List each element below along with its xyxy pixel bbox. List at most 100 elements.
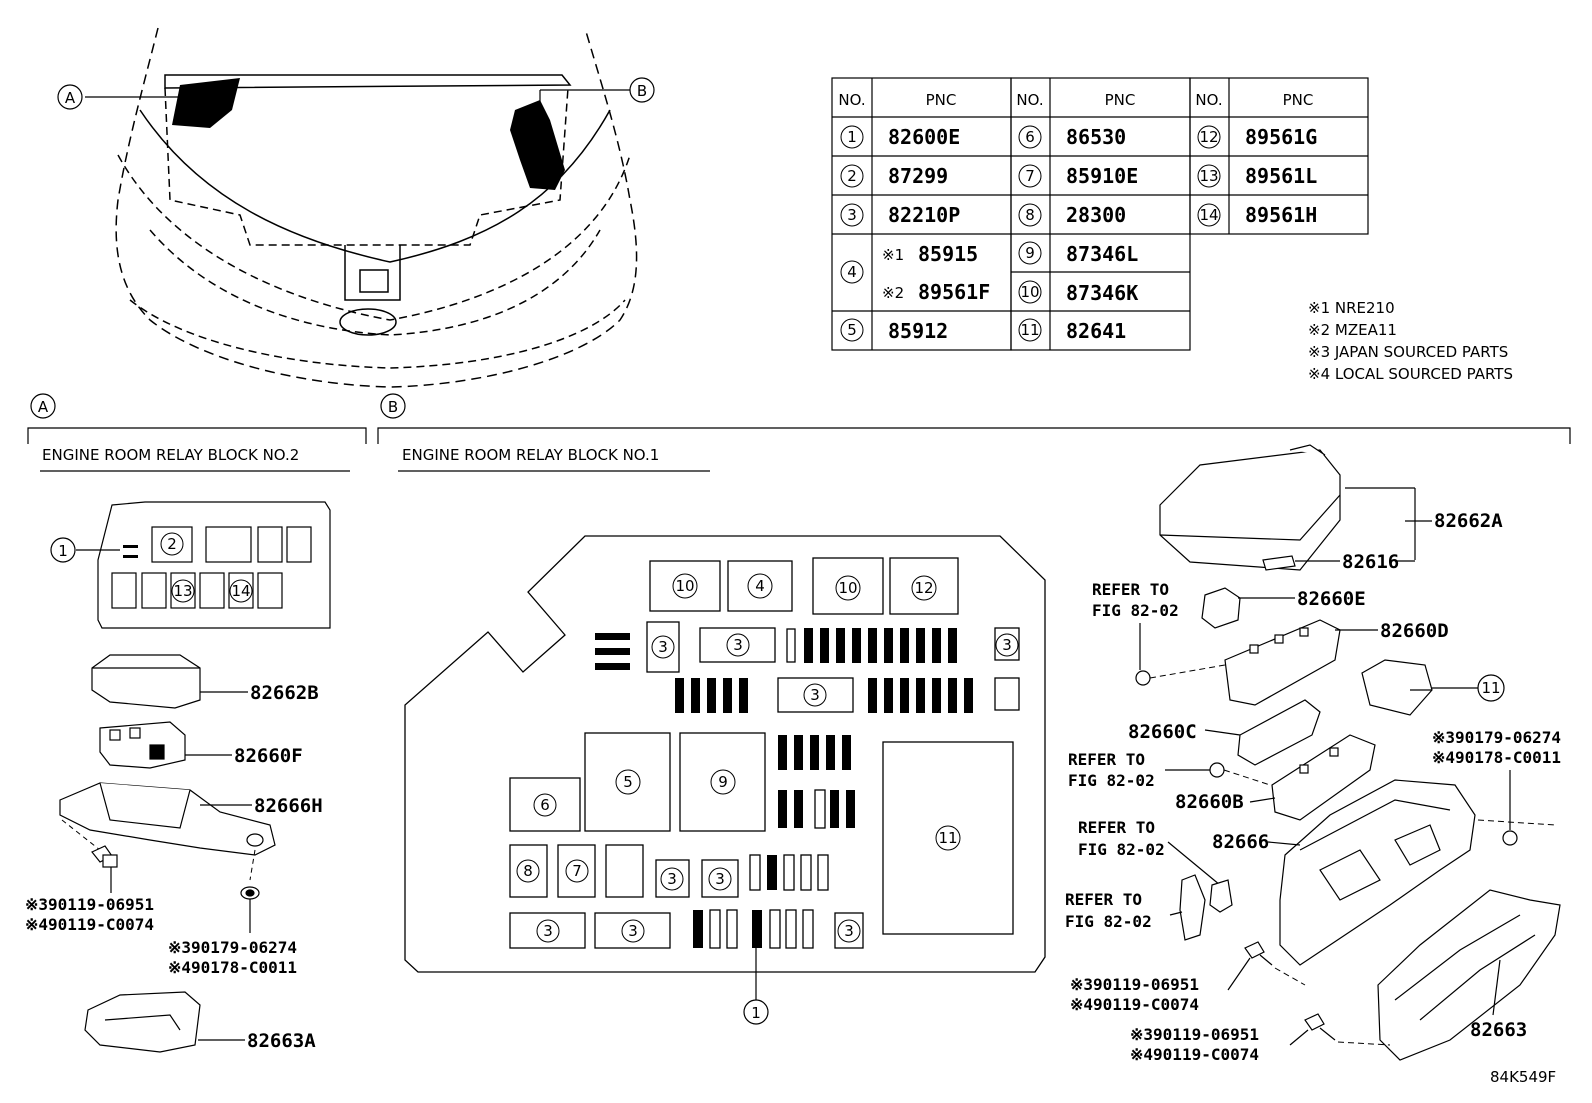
bracket-82666h-shape <box>59 782 276 856</box>
svg-text:ENGINE ROOM RELAY BLOCK NO.2: ENGINE ROOM RELAY BLOCK NO.2 <box>42 446 299 464</box>
svg-text:PNC: PNC <box>926 91 957 109</box>
svg-text:87346L: 87346L <box>1066 242 1138 266</box>
refer-fig-4-line2: FIG 82-02 <box>1065 912 1152 931</box>
relay-block-2-layout <box>97 501 331 629</box>
block2-callout-2: 2 <box>160 532 184 556</box>
callout-11-right: 11 <box>1477 674 1505 702</box>
svg-text:85915: 85915 <box>918 242 978 266</box>
svg-text:3: 3 <box>543 922 553 940</box>
svg-text:3: 3 <box>1002 636 1012 654</box>
svg-text:7: 7 <box>572 862 582 880</box>
engine-bay-illustration <box>115 27 638 388</box>
bracket-fig-shape <box>1179 874 1206 941</box>
pnc-table-col1: 1 82600E 2 87299 3 82210P 4 ※1 85915 ※2 … <box>840 125 990 343</box>
svg-text:2: 2 <box>167 535 177 553</box>
part-82666-label: 82666 <box>1212 831 1269 853</box>
figure-code: 84K549F <box>1490 1068 1556 1086</box>
svg-text:89561F: 89561F <box>918 280 990 304</box>
part-82660d-shape <box>1224 619 1378 706</box>
callout-b-top: B <box>629 77 655 103</box>
part-82663a-label: 82663A <box>247 1030 316 1052</box>
clip-1-shape <box>1135 670 1151 686</box>
svg-text:10: 10 <box>838 579 857 597</box>
svg-text:6: 6 <box>540 796 550 814</box>
part-82666h-label: 82666H <box>254 795 323 817</box>
svg-text:3: 3 <box>810 686 820 704</box>
svg-text:※1: ※1 <box>882 246 904 264</box>
svg-text:89561G: 89561G <box>1245 125 1317 149</box>
svg-text:11: 11 <box>1020 321 1039 339</box>
part-82660c-label: 82660C <box>1128 721 1197 743</box>
svg-text:85912: 85912 <box>888 319 948 343</box>
refer-fig-3-line1: REFER TO <box>1078 818 1155 837</box>
bolt-left-pn-local: ※490119-C0074 <box>25 915 154 934</box>
nut-left-shape <box>240 886 260 933</box>
block2-callout-1: 1 <box>50 537 76 563</box>
refer-fig-3-line2: FIG 82-02 <box>1078 840 1165 859</box>
svg-text:B: B <box>388 398 398 416</box>
svg-text:5: 5 <box>623 773 633 791</box>
pnc-table-headers: NO. PNC NO. PNC NO. PNC <box>838 91 1313 109</box>
section-a-header: A ENGINE ROOM RELAY BLOCK NO.2 <box>27 393 367 472</box>
clip-2-shape <box>1209 762 1225 778</box>
svg-text:PNC: PNC <box>1283 91 1314 109</box>
relay-block-1-location-shape <box>510 100 565 190</box>
svg-text:3: 3 <box>628 922 638 940</box>
relay-block-1-layout <box>404 535 1046 973</box>
block2-callout-14: 14 <box>229 579 253 603</box>
svg-text:2: 2 <box>847 167 857 185</box>
svg-text:※4 LOCAL SOURCED PARTS: ※4 LOCAL SOURCED PARTS <box>1308 365 1513 383</box>
svg-text:8: 8 <box>523 862 533 880</box>
section-b-header: B ENGINE ROOM RELAY BLOCK NO.1 <box>377 393 1571 472</box>
svg-text:11: 11 <box>1481 679 1500 697</box>
svg-text:10: 10 <box>675 577 694 595</box>
svg-text:89561H: 89561H <box>1245 203 1317 227</box>
svg-text:9: 9 <box>718 773 728 791</box>
pnc-table <box>831 77 1369 351</box>
bolt-left-shape <box>91 845 118 893</box>
bolt-right-2-pn-japan: ※390119-06951 <box>1130 1025 1259 1044</box>
svg-text:3: 3 <box>715 870 725 888</box>
bolt-right-1-shape <box>1227 941 1273 991</box>
svg-text:3: 3 <box>658 638 668 656</box>
svg-text:3: 3 <box>844 922 854 940</box>
svg-text:※2: ※2 <box>882 284 904 302</box>
part-82660d-label: 82660D <box>1380 620 1449 642</box>
part-82660b-label: 82660B <box>1175 791 1244 813</box>
svg-text:NO.: NO. <box>1016 91 1043 109</box>
svg-text:8: 8 <box>1025 206 1035 224</box>
svg-text:28300: 28300 <box>1066 203 1126 227</box>
block1-callouts: 10 4 10 12 3 3 3 3 5 9 6 11 8 7 3 3 3 3 … <box>516 573 1019 1025</box>
nut-right-shape <box>1502 830 1518 846</box>
svg-text:4: 4 <box>755 577 765 595</box>
cover-82662b-shape <box>91 654 248 709</box>
part-82660e-shape <box>1201 587 1295 629</box>
part-82616-shape <box>1262 555 1340 571</box>
svg-text:※1 NRE210: ※1 NRE210 <box>1308 299 1395 317</box>
svg-text:ENGINE ROOM RELAY BLOCK NO.1: ENGINE ROOM RELAY BLOCK NO.1 <box>402 446 659 464</box>
svg-text:7: 7 <box>1025 167 1035 185</box>
part-11-relay-shape <box>1361 659 1478 716</box>
svg-text:※3 JAPAN SOURCED PARTS: ※3 JAPAN SOURCED PARTS <box>1308 343 1508 361</box>
block-82660f-shape <box>99 721 232 769</box>
bolt-right-1-pn-japan: ※390119-06951 <box>1070 975 1199 994</box>
clip-3-shape <box>1209 879 1233 913</box>
svg-text:3: 3 <box>847 206 857 224</box>
nut-right-pn-japan: ※390179-06274 <box>1432 728 1561 747</box>
svg-text:A: A <box>65 89 76 107</box>
svg-text:13: 13 <box>1199 167 1218 185</box>
svg-text:NO.: NO. <box>1195 91 1222 109</box>
svg-text:3: 3 <box>733 636 743 654</box>
pnc-table-col3: 12 89561G 13 89561L 14 89561H <box>1197 125 1317 227</box>
part-82616-label: 82616 <box>1342 551 1399 573</box>
svg-text:12: 12 <box>1199 128 1218 146</box>
refer-fig-2-line1: REFER TO <box>1068 750 1145 769</box>
svg-text:86530: 86530 <box>1066 125 1126 149</box>
svg-text:NO.: NO. <box>838 91 865 109</box>
part-82663-label: 82663 <box>1470 1019 1527 1041</box>
svg-text:89561L: 89561L <box>1245 164 1317 188</box>
svg-text:9: 9 <box>1025 244 1035 262</box>
svg-text:87299: 87299 <box>888 164 948 188</box>
refer-fig-4-line1: REFER TO <box>1065 890 1142 909</box>
